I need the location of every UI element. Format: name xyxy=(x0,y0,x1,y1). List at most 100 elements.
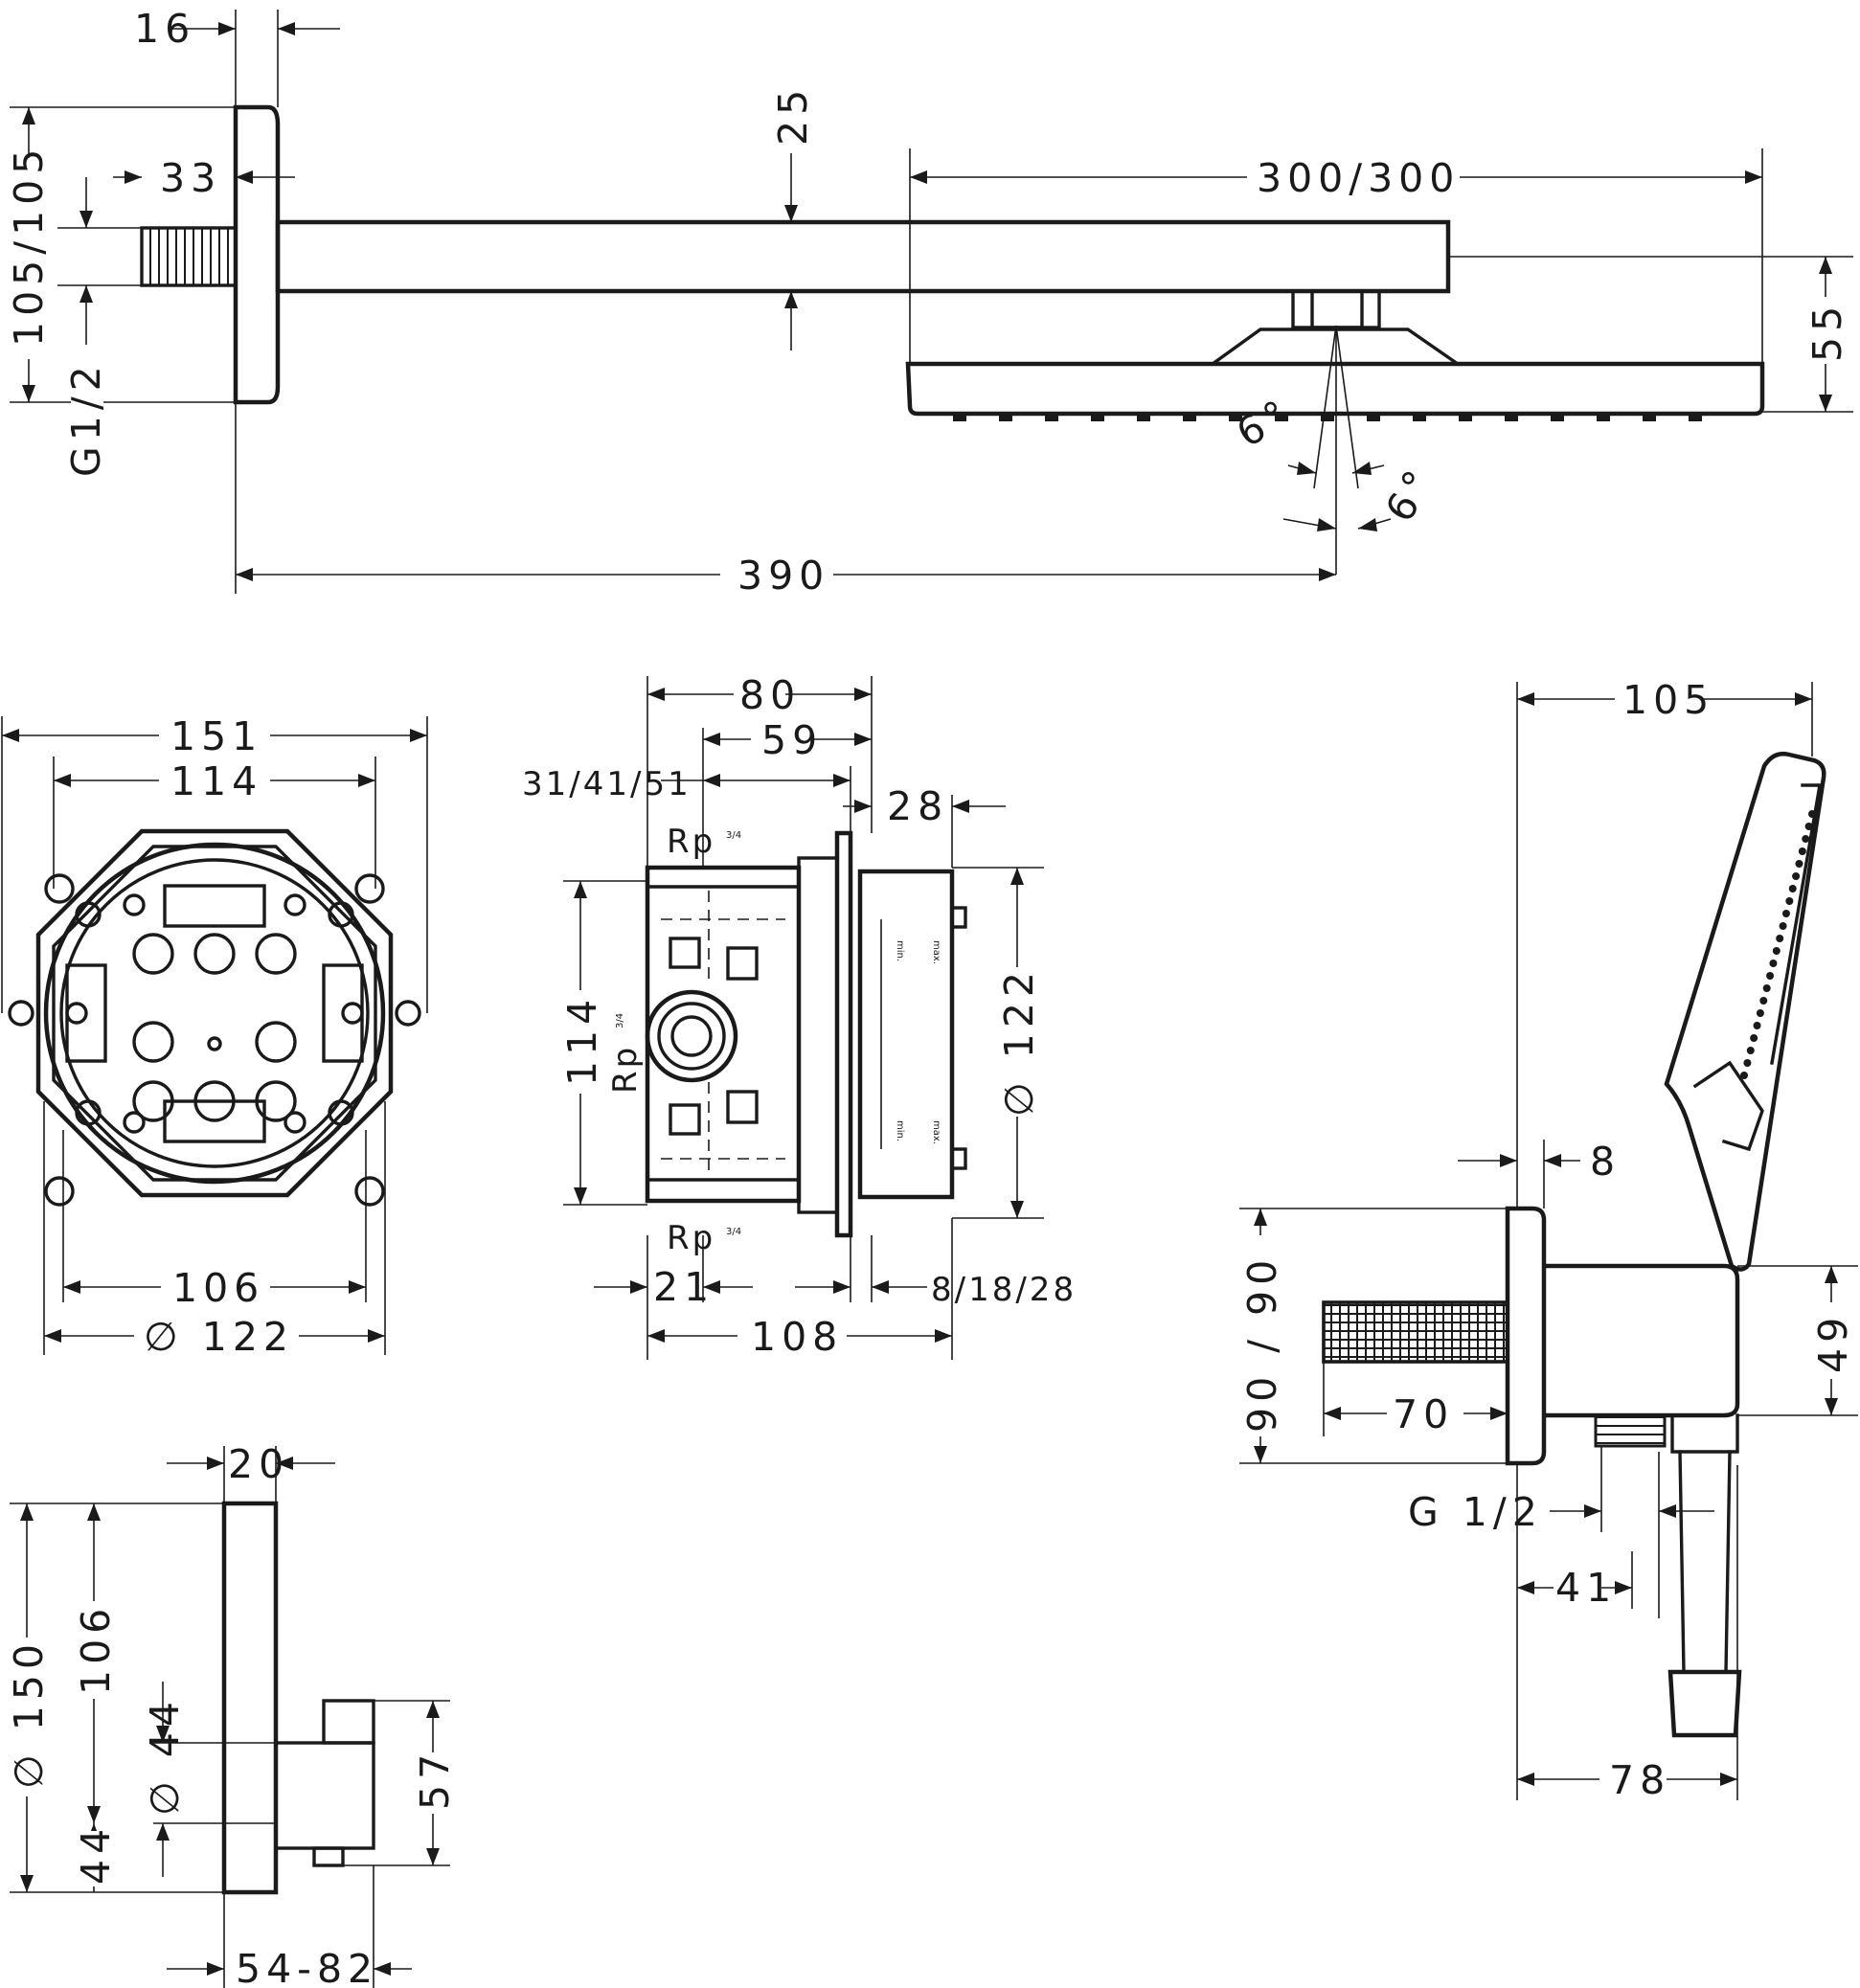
hand-nozzle xyxy=(1798,847,1806,855)
mark-max-top: max. xyxy=(931,940,941,964)
hand-shower-head xyxy=(1664,752,1826,1272)
hand-nozzle xyxy=(1795,860,1803,868)
dim-depth-inner: 59 xyxy=(761,717,823,763)
nozzle xyxy=(1413,414,1426,421)
dim-flange-height: 105/105 xyxy=(6,144,52,347)
thermostat-side-view: 20 ∅ 150 106 ∅ 44 44 57 54 xyxy=(6,1441,458,1988)
mark-min-top: min. xyxy=(895,940,905,961)
box-octagon-outer xyxy=(35,828,394,1198)
nozzle xyxy=(1597,414,1610,421)
threaded-connector xyxy=(140,226,238,287)
hand-nozzle xyxy=(1781,910,1790,917)
valve-connection xyxy=(645,989,738,1083)
dim-total-depth: 108 xyxy=(751,1314,843,1360)
label-thread-top: Rp xyxy=(667,823,715,861)
hand-nozzle xyxy=(1740,1072,1749,1079)
nozzle xyxy=(953,414,966,421)
plaster-guard xyxy=(857,869,955,1200)
dim-head-height: 55 xyxy=(1804,301,1850,362)
nozzle xyxy=(1551,414,1564,421)
hand-nozzle xyxy=(1785,897,1794,905)
install-box-front-view: 151 114 106 ∅ 122 xyxy=(1,713,428,1360)
hand-nozzle xyxy=(1776,935,1784,942)
hand-nozzle xyxy=(1769,960,1778,967)
dim-head-size: 300/300 xyxy=(1257,155,1460,201)
nozzle xyxy=(1137,414,1150,421)
nozzle xyxy=(1689,414,1702,421)
nozzle xyxy=(1275,414,1288,421)
hand-nozzle xyxy=(1750,1034,1758,1042)
label-thread-bottom: Rp xyxy=(667,1219,715,1257)
dim-projection-range: 54-82 xyxy=(236,1946,378,1988)
hand-nozzle xyxy=(1762,984,1771,992)
dim-flange-depth: 16 xyxy=(134,6,195,52)
dim-height: 114 xyxy=(559,994,605,1086)
mark-min-bottom: min. xyxy=(895,1120,905,1141)
dim-knob-height: 57 xyxy=(412,1749,458,1810)
dim-elbow-depth: 78 xyxy=(1609,1757,1670,1803)
overhead-shower-view: 16 33 105/105 G1/2 25 300/300 xyxy=(6,6,1853,599)
hand-nozzle xyxy=(1804,823,1813,830)
dim-plate-half: 106 xyxy=(73,1603,119,1695)
dim-depth: 80 xyxy=(739,672,801,718)
dim-elbow-height: 49 xyxy=(1810,1312,1856,1373)
dim-knob-diameter: ∅ 44 xyxy=(142,1696,188,1816)
dim-connection-offset: 33 xyxy=(160,155,221,201)
dim-outer-width: 151 xyxy=(170,713,262,759)
hand-nozzle xyxy=(1743,1059,1752,1067)
install-box-side-view: min. max. min. max. 80 59 31/41 xyxy=(522,672,1077,1360)
dim-plate-diameter: ∅ 150 xyxy=(6,1638,52,1789)
dim-extension-options: 8/18/28 xyxy=(931,1271,1077,1309)
hand-nozzle xyxy=(1788,885,1797,892)
shower-hose xyxy=(1678,1450,1732,1674)
hand-shower-view: 105 8 90 / 90 49 70 G 1/2 xyxy=(1239,677,1858,1803)
dim-plaster-depth: 28 xyxy=(887,783,948,829)
mark-max-bottom: max. xyxy=(931,1120,941,1144)
hand-nozzle xyxy=(1753,1022,1761,1029)
dim-head-width: 105 xyxy=(1622,677,1714,723)
hand-nozzle xyxy=(1756,1009,1764,1017)
hand-nozzle xyxy=(1746,1047,1755,1054)
dim-flange-depth: 8 xyxy=(1590,1139,1621,1185)
nozzle xyxy=(1643,414,1656,421)
thermostat-knob xyxy=(274,1741,375,1850)
elbow-body xyxy=(1544,1263,1740,1418)
head-mount xyxy=(1291,289,1381,329)
dim-inner-width: 114 xyxy=(170,758,262,804)
dim-outlet-offset: 41 xyxy=(1555,1565,1617,1611)
dim-plate-depth: 20 xyxy=(228,1441,289,1487)
dim-mount-width: 106 xyxy=(172,1265,264,1311)
nozzle xyxy=(1091,414,1104,421)
trim-plate xyxy=(221,1501,279,1895)
hand-nozzle xyxy=(1766,972,1775,980)
nozzle xyxy=(1505,414,1518,421)
dim-thread: G1/2 xyxy=(63,360,109,477)
hand-shower-nozzles xyxy=(1740,810,1816,1079)
label-thread-mid-fraction: 3/4 xyxy=(615,1013,625,1028)
dim-thread: G 1/2 xyxy=(1408,1489,1543,1535)
dim-projection: 390 xyxy=(737,553,829,599)
dim-tilt-a: 6° xyxy=(1229,389,1301,457)
label-thread-mid: Rp xyxy=(606,1045,645,1094)
shower-arm xyxy=(275,219,1451,294)
hand-nozzle xyxy=(1792,872,1801,880)
nozzles xyxy=(953,414,1702,421)
dim-diameter: ∅ 122 xyxy=(996,966,1042,1117)
nozzle xyxy=(1321,414,1334,421)
label-thread-top-fraction: 3/4 xyxy=(726,830,741,841)
dim-wall-options: 31/41/51 xyxy=(522,765,692,803)
dim-offset-lower: 44 xyxy=(73,1823,119,1885)
wall-flange xyxy=(233,104,281,405)
hand-nozzle xyxy=(1772,947,1781,955)
shower-head xyxy=(905,361,1765,417)
nozzle xyxy=(1229,414,1242,421)
dim-base-offset: 21 xyxy=(653,1264,715,1310)
hand-nozzle xyxy=(1808,810,1816,818)
dim-connector-length: 70 xyxy=(1393,1391,1454,1437)
dim-tilt-b: 6° xyxy=(1376,458,1444,530)
dim-arm-thickness: 25 xyxy=(770,84,816,146)
box-ring xyxy=(43,842,386,1185)
dim-flange-height: 90 / 90 xyxy=(1239,1254,1285,1433)
label-thread-bottom-fraction: 3/4 xyxy=(726,1227,741,1237)
